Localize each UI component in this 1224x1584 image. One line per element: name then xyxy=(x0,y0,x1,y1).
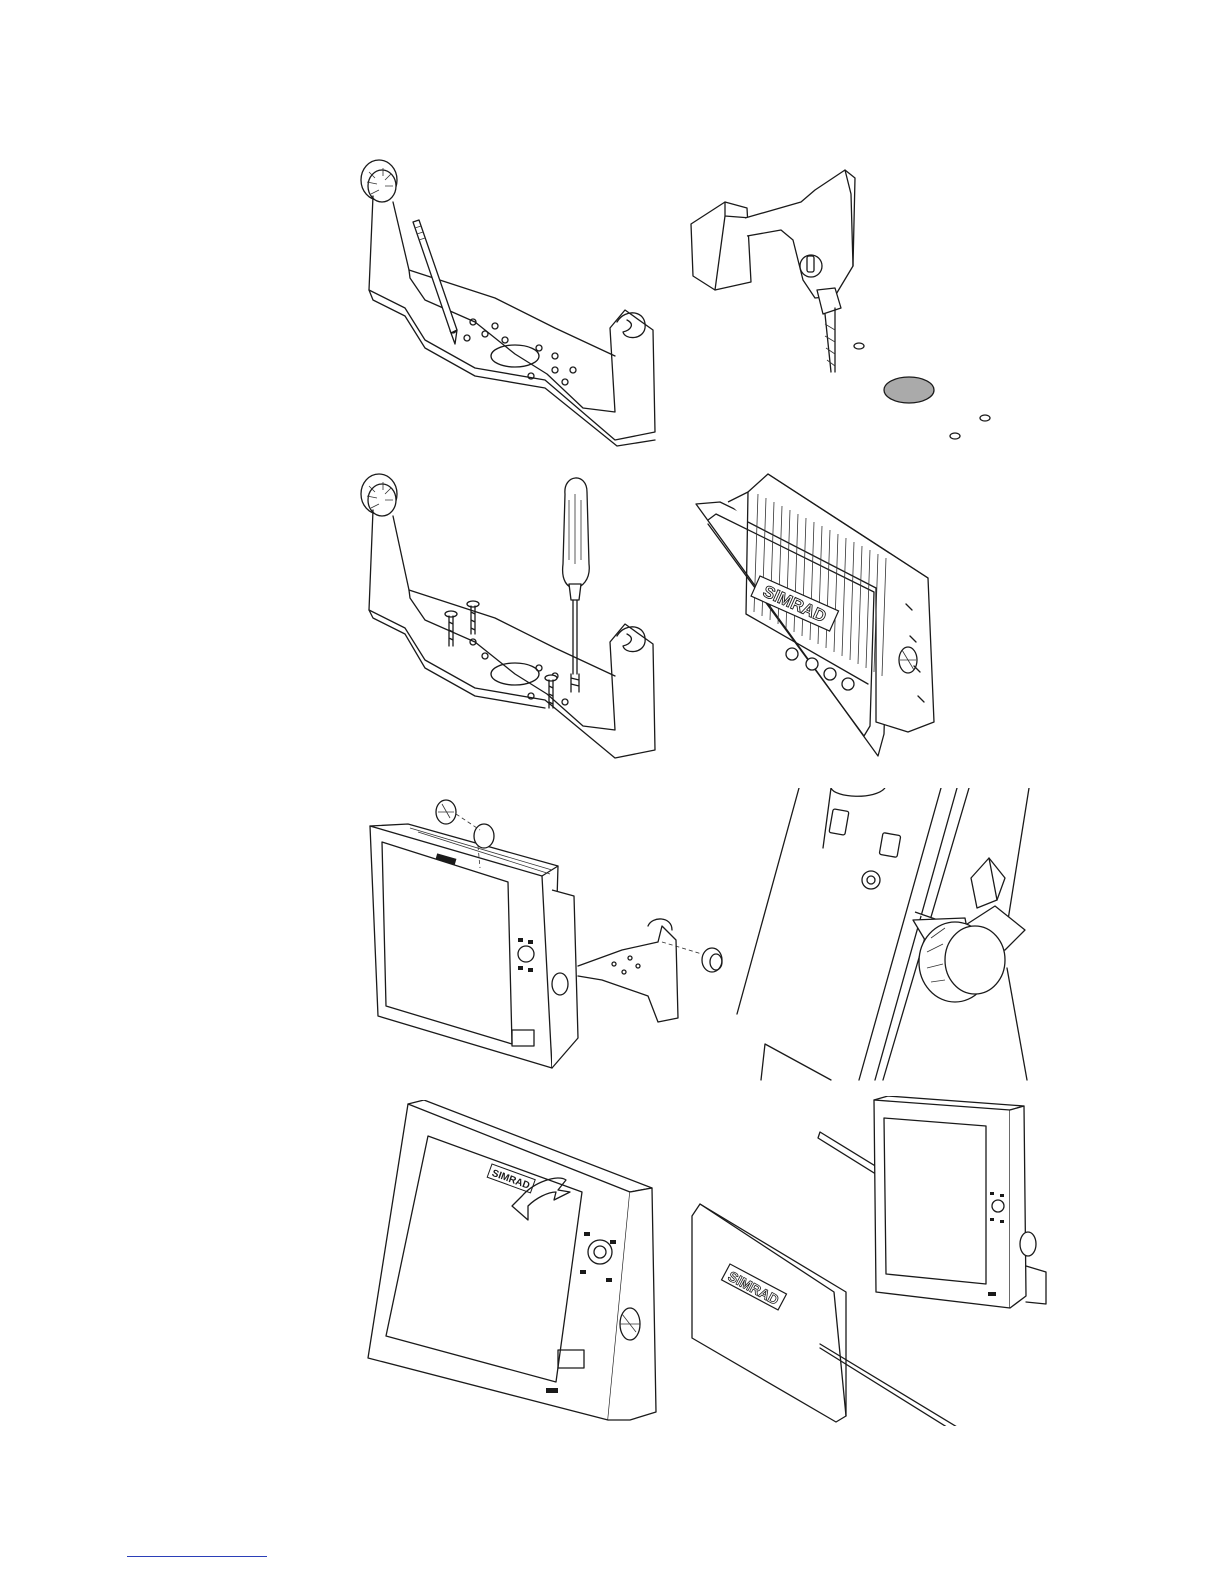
drill-icon xyxy=(691,170,855,372)
knob-detail-illustration xyxy=(735,788,1035,1084)
knob-icon xyxy=(620,1308,640,1340)
knob-icon xyxy=(361,474,397,516)
bracket-screw-illustration xyxy=(355,464,665,760)
screwdriver-icon xyxy=(563,478,590,692)
tilt-unit-illustration: SIMRAD xyxy=(360,1100,660,1428)
display-unit xyxy=(370,824,578,1068)
display-unit xyxy=(874,1096,1046,1308)
sun-cover: SIMRAD xyxy=(692,1204,846,1422)
footer-link-rule xyxy=(127,1556,267,1557)
flush-mount-illustration: SIMRAD xyxy=(688,464,938,760)
knob-icon xyxy=(913,858,1025,1002)
drill-holes-illustration xyxy=(685,158,1005,448)
attach-unit-illustration xyxy=(362,798,730,1080)
knob-icon xyxy=(361,160,397,202)
sun-cover-illustration: SIMRAD xyxy=(690,1096,1050,1426)
bracket-mark-illustration xyxy=(355,150,665,450)
pencil-icon xyxy=(413,220,457,344)
